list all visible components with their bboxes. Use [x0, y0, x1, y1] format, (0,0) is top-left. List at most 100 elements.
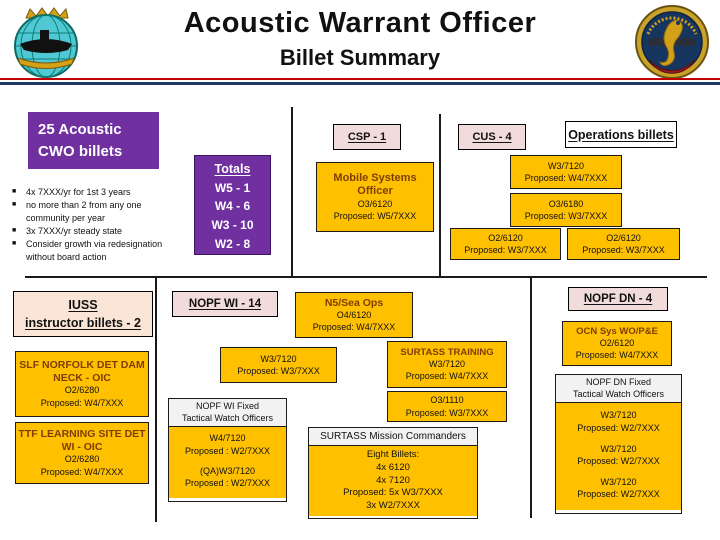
billet-proposed: Proposed: W3/7XXX [524, 211, 608, 221]
billet-code: O4/6120 [336, 310, 372, 321]
mission-line: Eight Billets: [366, 449, 420, 460]
billet-code: W3/7120 [600, 443, 637, 454]
divider-vertical-left-bottom [155, 278, 157, 522]
submarine-crest-icon [14, 7, 78, 78]
bullet-square-icon: ■ [12, 227, 17, 235]
billet-code: (QA)W3/7120 [199, 465, 256, 476]
billet-proposed: Proposed : W2/7XXX [184, 445, 271, 456]
fixed-watch-header-line1: NOPF DN Fixed [585, 377, 651, 387]
section-header-csp: CSP - 1 [333, 124, 401, 150]
billet-box-ops-1: W3/7120 Proposed: W4/7XXX [510, 155, 622, 189]
totals-box: Totals W5 - 1 W4 - 6 W3 - 10 W2 - 8 [194, 155, 271, 255]
billet-box-wi-fixed-watch: NOPF WI Fixed Tactical Watch Officers W4… [168, 398, 287, 502]
billet-code: W3/7120 [428, 359, 466, 370]
billet-code: O3/1110 [430, 395, 464, 406]
billet-box-ops-3: O2/6120 Proposed: W3/7XXX [450, 228, 561, 260]
billet-proposed: Proposed: W3/7XXX [405, 407, 489, 418]
billet-proposed: Proposed: W2/7XXX [577, 489, 660, 500]
billet-box-ops-4: O2/6120 Proposed: W3/7XXX [567, 228, 680, 260]
billet-title: Mobile Systems Officer [333, 171, 417, 197]
billet-box-slf-norfolk: SLF NORFOLK DET DAM NECK - OIC O2/6280 P… [15, 351, 149, 417]
fixed-watch-header-line2: Tactical Watch Officers [181, 412, 274, 423]
section-header-operations: Operations billets [565, 121, 677, 148]
billet-box-o3-1110: O3/1110 Proposed: W3/7XXX [387, 391, 507, 422]
billet-proposed: Proposed: W3/7XXX [464, 245, 547, 255]
billet-code: O2/6120 [599, 338, 635, 349]
left-crest-logo [10, 6, 82, 80]
fixed-watch-header: NOPF WI Fixed Tactical Watch Officers [169, 399, 286, 428]
billet-proposed: Proposed : W2/7XXX [184, 477, 271, 488]
section-header-cus: CUS - 4 [458, 124, 526, 150]
fixed-watch-header: NOPF DN Fixed Tactical Watch Officers [556, 375, 681, 404]
fixed-watch-body: W4/7120 Proposed : W2/7XXX (QA)W3/7120 P… [169, 427, 286, 499]
page-subtitle: Billet Summary [279, 45, 441, 70]
seahorse-seal-icon [635, 5, 709, 79]
divider-vertical-mid-top [439, 114, 441, 277]
bullet-text: no more than 2 from any one community pe… [26, 200, 142, 224]
billet-title: SLF NORFOLK DET DAM NECK - OIC [19, 359, 145, 384]
billet-box-surtass-mission-commanders: SURTASS Mission Commanders Eight Billets… [308, 427, 478, 519]
section-header-iuss: IUSS instructor billets - 2 [13, 291, 153, 337]
billet-title: OCN Sys WO/P&E [576, 325, 658, 337]
fixed-watch-header-line2: Tactical Watch Officers [572, 388, 665, 399]
billet-proposed: Proposed: W3/7XXX [582, 245, 665, 255]
billet-box-n5-sea-ops: N5/Sea Ops O4/6120 Proposed: W4/7XXX [295, 292, 413, 338]
bullet-text: Consider growth via redesignation withou… [26, 239, 163, 263]
billet-code: O2/6280 [64, 454, 100, 465]
totals-row-w4: W4 - 6 [214, 199, 251, 214]
totals-title: Totals [214, 162, 251, 176]
billet-title: TTF LEARNING SITE DET WI - OIC [18, 428, 146, 453]
fixed-watch-body: W3/7120 Proposed: W2/7XXX W3/7120 Propos… [556, 403, 681, 511]
billet-proposed: Proposed: W4/7XXX [40, 466, 124, 477]
bullet-square-icon: ■ [12, 240, 17, 248]
totals-row-w3: W3 - 10 [211, 217, 254, 232]
billet-box-wi-w3: W3/7120 Proposed: W3/7XXX [220, 347, 337, 383]
billet-proposed: Proposed: W4/7XXX [405, 371, 489, 382]
billet-proposed: Proposed: W2/7XXX [577, 422, 660, 433]
billet-code: W3/7120 [547, 160, 585, 171]
bullet-text: 3x 7XXX/yr steady state [26, 226, 123, 237]
billet-proposed: Proposed: W5/7XXX [333, 211, 417, 222]
divider-horizontal [25, 276, 707, 278]
bullet-text: 4x 7XXX/yr for 1st 3 years [26, 187, 131, 197]
bullet-square-icon: ■ [12, 188, 17, 195]
header-rule-red [0, 78, 720, 80]
iuss-header-line1: IUSS [68, 297, 98, 312]
billet-code: W3/7120 [600, 476, 637, 487]
right-seal-logo [634, 4, 710, 80]
billet-proposed: Proposed: W4/7XXX [312, 322, 396, 333]
mission-commanders-body: Eight Billets: 4x 6120 4x 7120 Proposed:… [309, 446, 477, 516]
summary-title: 25 Acoustic CWO billets [38, 121, 123, 160]
billet-code: O2/6120 [488, 232, 523, 243]
billet-title: SURTASS TRAINING [400, 346, 494, 358]
fixed-watch-header-line1: NOPF WI Fixed [195, 401, 259, 411]
divider-vertical-right-bottom [530, 278, 532, 518]
summary-title-box: 25 Acoustic CWO billets [28, 112, 159, 169]
billet-title: N5/Sea Ops [324, 296, 384, 309]
mission-line: 4x 7120 [376, 474, 410, 486]
section-header-nopf-wi: NOPF WI - 14 [172, 291, 278, 317]
list-item: ■ no more than 2 from any one community … [12, 199, 164, 225]
list-item: ■ 4x 7XXX/yr for 1st 3 years [12, 186, 164, 199]
mission-line: 3x W2/7XXX [366, 500, 420, 512]
section-header-nopf-dn: NOPF DN - 4 [568, 287, 668, 311]
billet-box-ops-2: O3/6180 Proposed: W3/7XXX [510, 193, 622, 227]
billet-code: O3/6120 [357, 199, 393, 210]
billet-proposed: Proposed: W4/7XXX [40, 397, 124, 408]
header-rule-navy [0, 82, 720, 85]
totals-row-w5: W5 - 1 [214, 180, 251, 195]
page-title: Acoustic Warrant Officer [183, 7, 537, 39]
list-item: ■ 3x 7XXX/yr steady state [12, 225, 164, 238]
billet-box-ocn-sys: OCN Sys WO/P&E O2/6120 Proposed: W4/7XXX [562, 321, 672, 366]
billet-box-mobile-systems-officer: Mobile Systems Officer O3/6120 Proposed:… [316, 162, 434, 232]
billet-code: W3/7120 [600, 410, 637, 421]
totals-row-w2: W2 - 8 [214, 236, 251, 251]
billet-proposed: Proposed: W4/7XXX [524, 173, 608, 183]
mission-line: 4x 6120 [376, 461, 410, 473]
iuss-header-line2: instructor billets - 2 [25, 316, 141, 330]
list-item: ■ Consider growth via redesignation with… [12, 238, 164, 264]
divider-vertical-left-top [291, 107, 293, 277]
mission-commanders-header: SURTASS Mission Commanders [309, 428, 477, 446]
billet-code: O2/6280 [64, 385, 100, 396]
